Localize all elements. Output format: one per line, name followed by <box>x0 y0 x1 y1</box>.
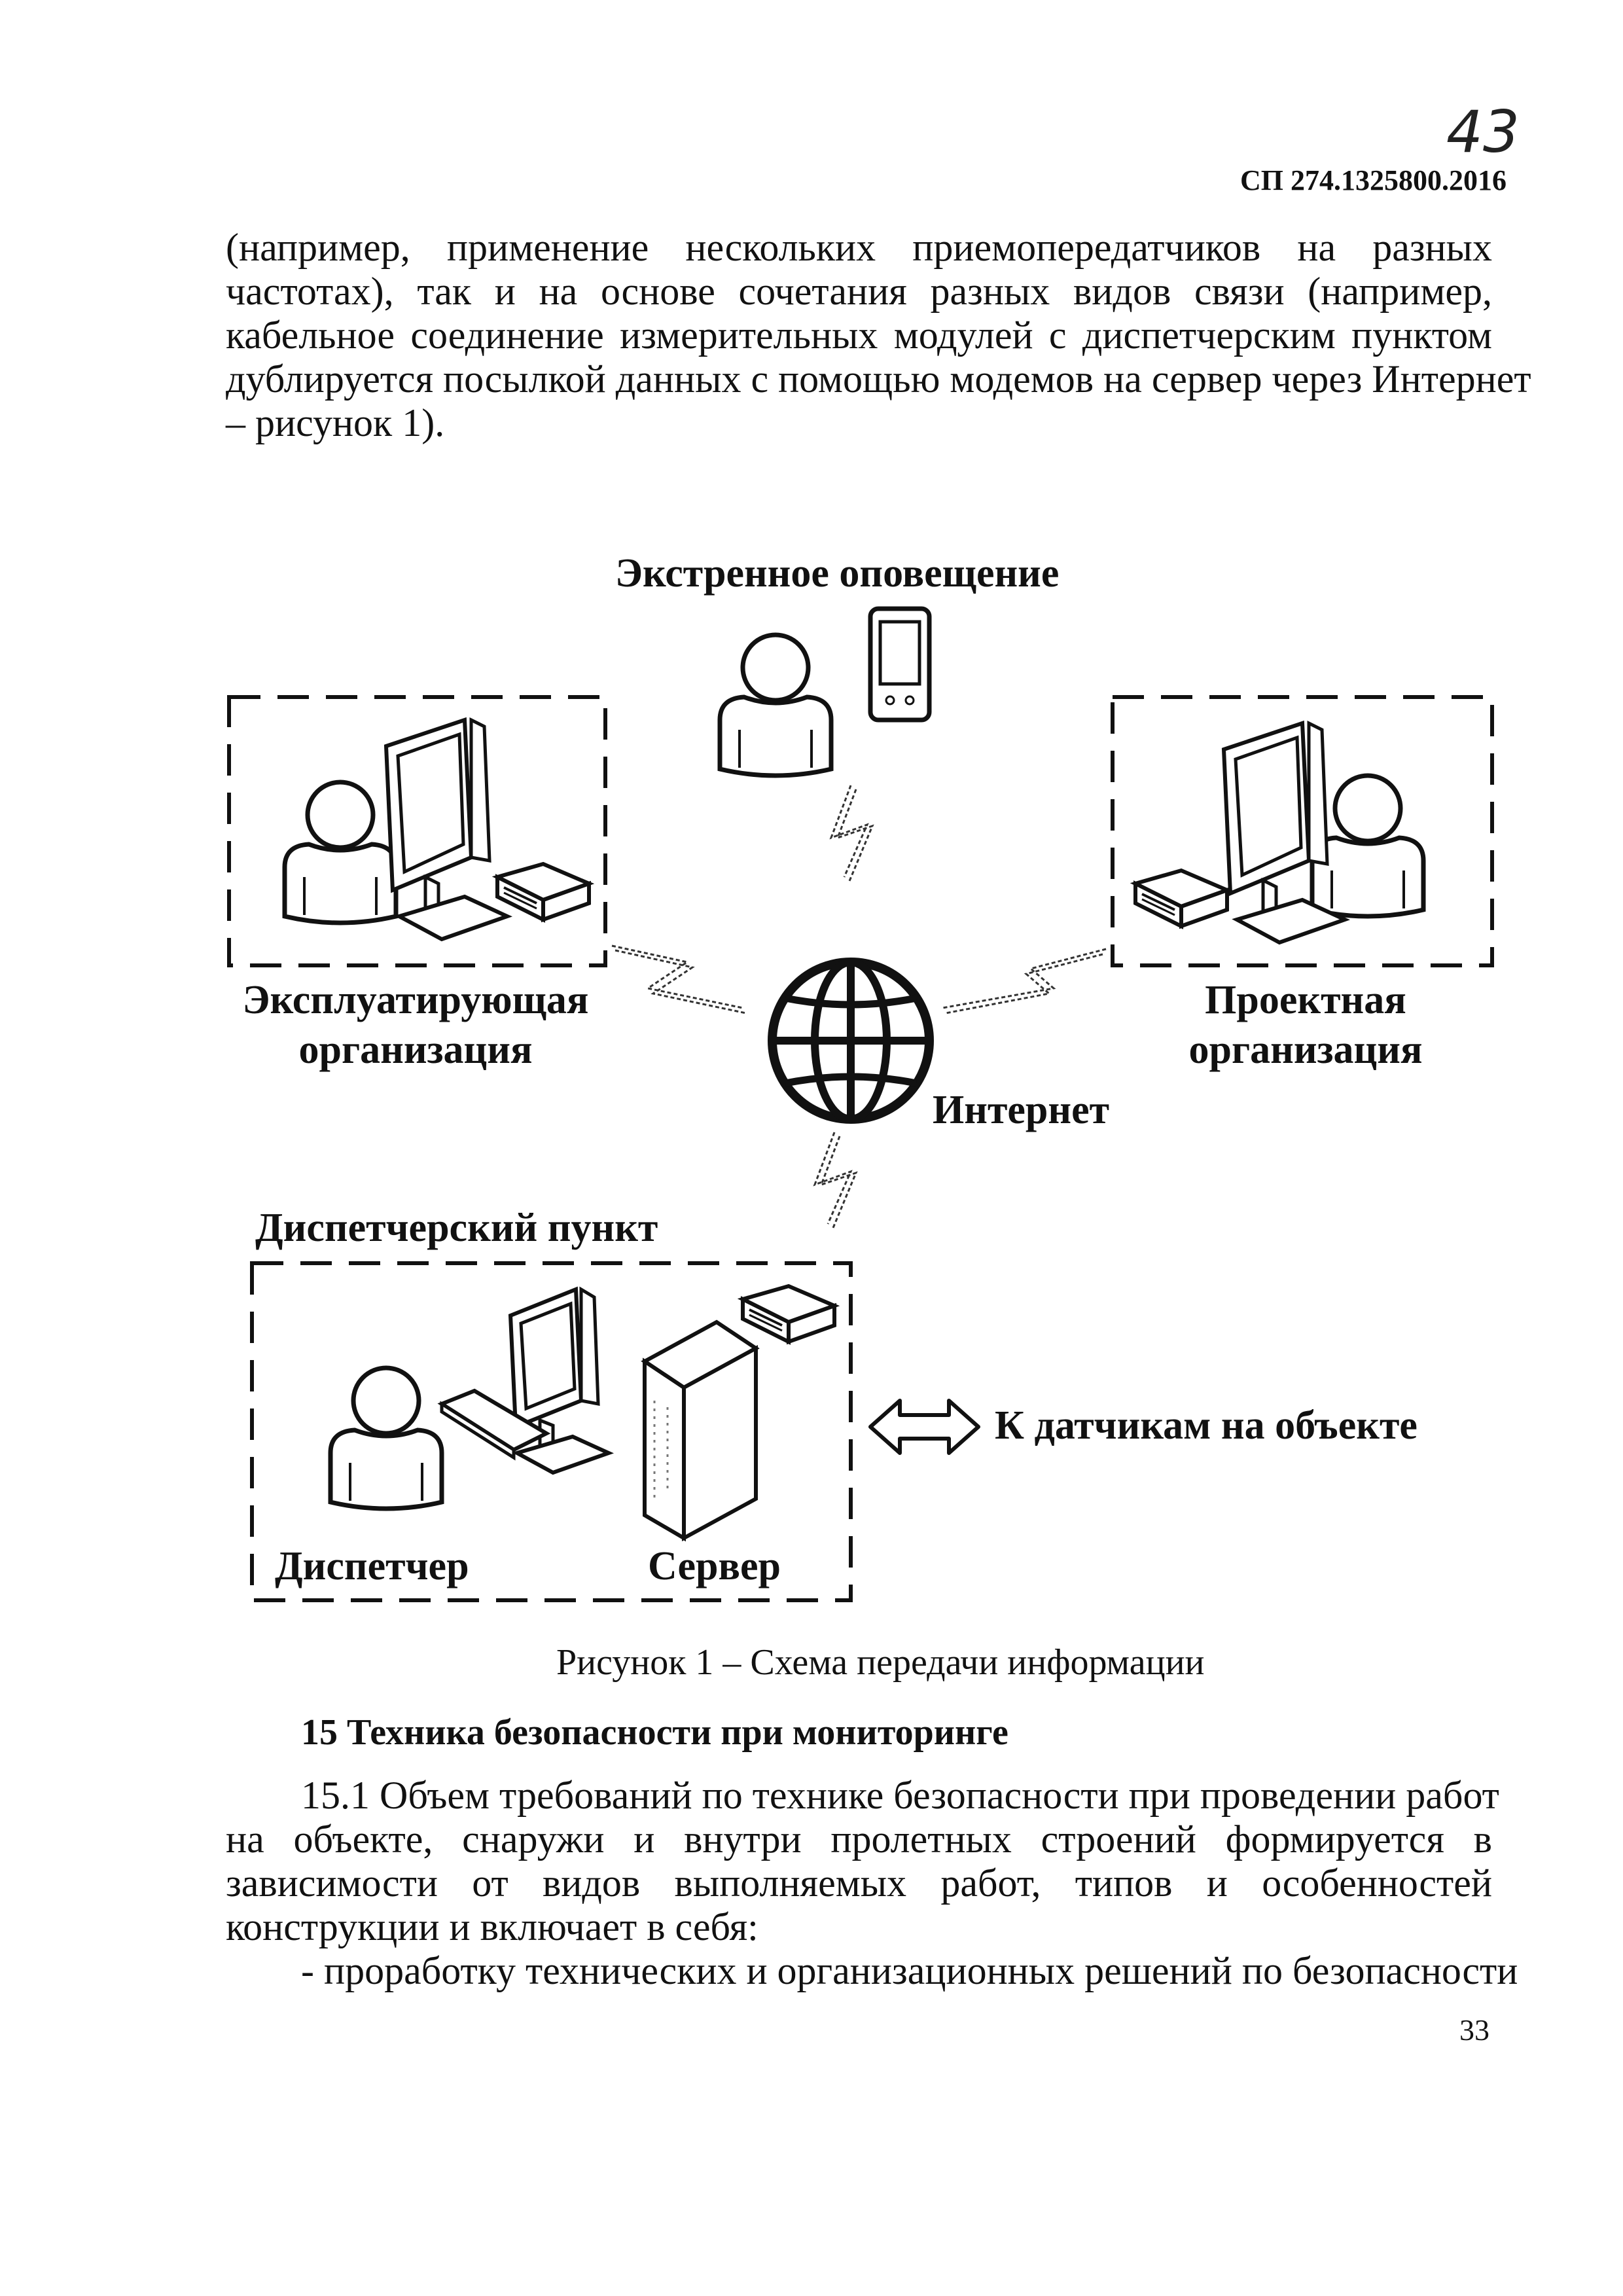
section-paragraph: 15.1 Объем требований по технике безопас… <box>226 1774 1518 1993</box>
sensors-label: К датчикам на объекте <box>995 1403 1418 1448</box>
design-org-modem-icon <box>1135 870 1227 926</box>
server-modem-icon <box>743 1286 834 1342</box>
page-number: 33 <box>1459 2013 1489 2047</box>
intro-line: дублируется посылкой данных с помощью мо… <box>226 357 1531 401</box>
wireless-link-emergency <box>830 784 874 882</box>
keyboard-icon <box>437 1388 551 1461</box>
operating-org-label: Эксплуатирующая организация <box>226 975 605 1075</box>
intro-line: частотах), так и на основе сочетания раз… <box>226 270 1492 313</box>
section-line: - проработку технических и организационн… <box>301 1949 1518 1992</box>
dispatcher-person-icon <box>330 1368 442 1509</box>
design-org-box <box>1111 695 1494 967</box>
figure-caption: Рисунок 1 – Схема передачи информации <box>556 1642 1205 1683</box>
section-line: на объекте, снаружи и внутри пролетных с… <box>226 1818 1492 1861</box>
operating-org-box <box>227 695 607 967</box>
design-org-monitor-icon <box>1224 723 1345 942</box>
wireless-link-dispatch <box>813 1131 857 1229</box>
dispatch-point-label: Диспетчерский пункт <box>255 1206 658 1250</box>
intro-line: – рисунок 1). <box>226 401 445 444</box>
dispatch-point-box <box>250 1261 853 1602</box>
design-org-label-line: организация <box>1188 1028 1423 1072</box>
document-number: СП 274.1325800.2016 <box>1240 164 1507 196</box>
server-icon <box>641 1319 760 1542</box>
internet-label: Интернет <box>933 1088 1110 1132</box>
section-line: конструкции и включает в себя: <box>226 1905 758 1948</box>
operating-org-monitor-icon <box>386 720 507 939</box>
handheld-device-icon <box>868 606 932 723</box>
emergency-notification-label: Экстренное оповещение <box>615 551 1060 596</box>
intro-line: кабельное соединение измерительных модул… <box>226 314 1492 357</box>
design-org-person-icon <box>1312 776 1423 916</box>
operating-org-modem-icon <box>497 864 589 920</box>
design-org-label-line: Проектная <box>1205 978 1406 1022</box>
server-label: Сервер <box>648 1544 781 1588</box>
operating-org-label-line: Эксплуатирующая <box>242 978 589 1022</box>
internet-globe-icon <box>768 958 934 1124</box>
design-org-label: Проектная организация <box>1171 975 1440 1075</box>
dispatcher-label: Диспетчер <box>275 1544 469 1588</box>
section-heading: 15 Техника безопасности при мониторинге <box>301 1712 1008 1753</box>
double-arrow-icon <box>868 1399 980 1455</box>
dispatcher-monitor-icon <box>508 1286 615 1475</box>
intro-line: (например, применение нескольких приемоп… <box>226 226 1492 269</box>
operating-org-label-line: организация <box>298 1028 533 1072</box>
intro-paragraph: (например, применение нескольких приемоп… <box>226 226 1531 445</box>
operating-org-person-icon <box>285 782 396 923</box>
section-line: 15.1 Объем требований по технике безопас… <box>301 1774 1499 1817</box>
wireless-link-operating-org <box>611 944 747 1014</box>
section-line: зависимости от видов выполняемых работ, … <box>226 1861 1492 1905</box>
handwritten-page-number: 43 <box>1446 98 1520 166</box>
emergency-person-icon <box>720 635 831 776</box>
wireless-link-design-org <box>942 948 1107 1014</box>
